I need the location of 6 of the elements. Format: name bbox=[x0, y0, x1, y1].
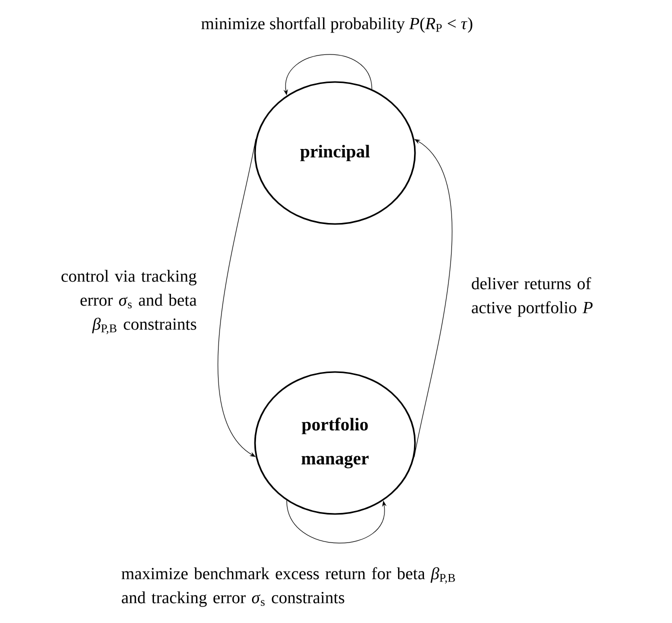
arrow bbox=[414, 139, 452, 458]
edge-label: deliver returns of active portfolio P bbox=[472, 277, 593, 317]
edge-label: maximize benchmark excess return for beta β$_{P,B}$ and tracking error σ$_{s}$ constraints bbox=[122, 567, 455, 607]
edge-label: control via tracking error σ$_{s}$ and beta β$_{P,B}$ constraints bbox=[62, 270, 197, 334]
edge-label: minimize shortfall probability P(R$_{P}$ < τ) bbox=[201, 17, 472, 33]
arrow bbox=[218, 138, 256, 457]
